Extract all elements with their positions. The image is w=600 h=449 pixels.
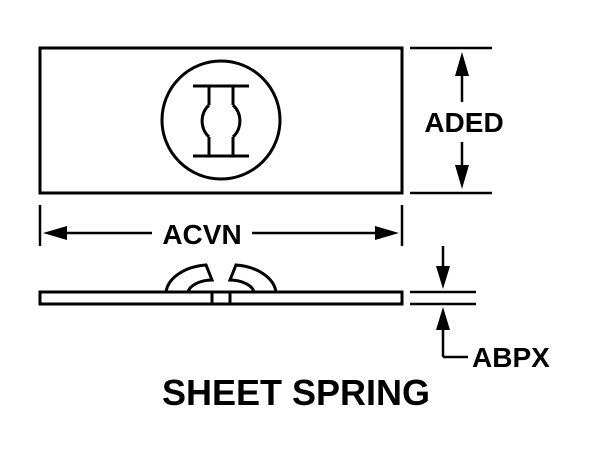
thickness-dimension-label: ABPX — [472, 342, 550, 373]
center-hole-circle — [160, 59, 282, 181]
diagram-title: SHEET SPRING — [162, 372, 430, 413]
spring-tabs — [164, 263, 278, 304]
plate-side-view — [38, 290, 404, 306]
height-dimension-label: ADED — [424, 107, 503, 138]
height-dimension — [410, 46, 492, 195]
width-dimension-label: ACVN — [162, 219, 241, 250]
thickness-dimension — [410, 246, 476, 359]
plate-top-view — [38, 46, 404, 195]
keyhole-cutout — [193, 84, 249, 158]
width-dimension — [38, 205, 404, 246]
